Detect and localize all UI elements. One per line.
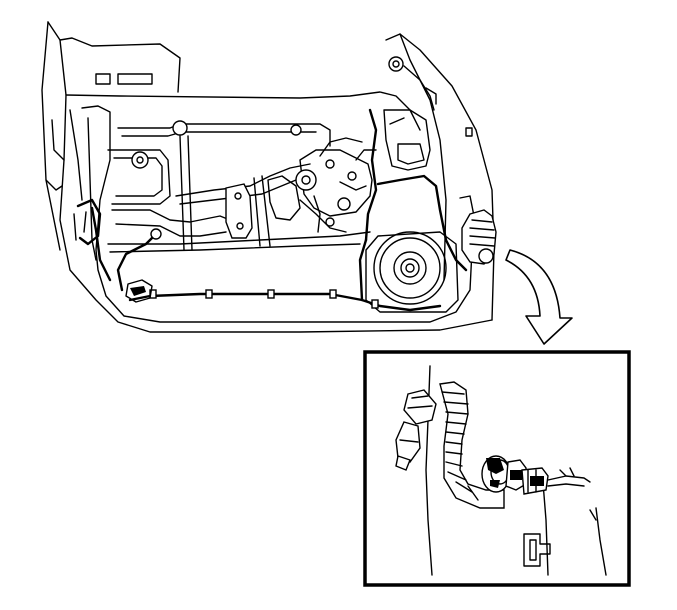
window-regulator-motor [295, 137, 377, 233]
door-outer-panel [41, 21, 495, 333]
harness-grommet-connector-detail [363, 350, 631, 587]
upper-panel-opening [95, 73, 111, 85]
upper-panel-opening [117, 73, 153, 85]
grommet-ring [481, 455, 511, 493]
bracket-clip [523, 533, 551, 567]
harness-connector [505, 459, 591, 495]
door-latch-bracket [383, 56, 473, 171]
wiring-harness [73, 108, 468, 312]
door-speaker [365, 231, 459, 313]
harness-grommet [459, 195, 497, 265]
window-regulator [107, 120, 371, 253]
curved-arrow [505, 249, 573, 345]
door-inner-panel [65, 91, 473, 323]
